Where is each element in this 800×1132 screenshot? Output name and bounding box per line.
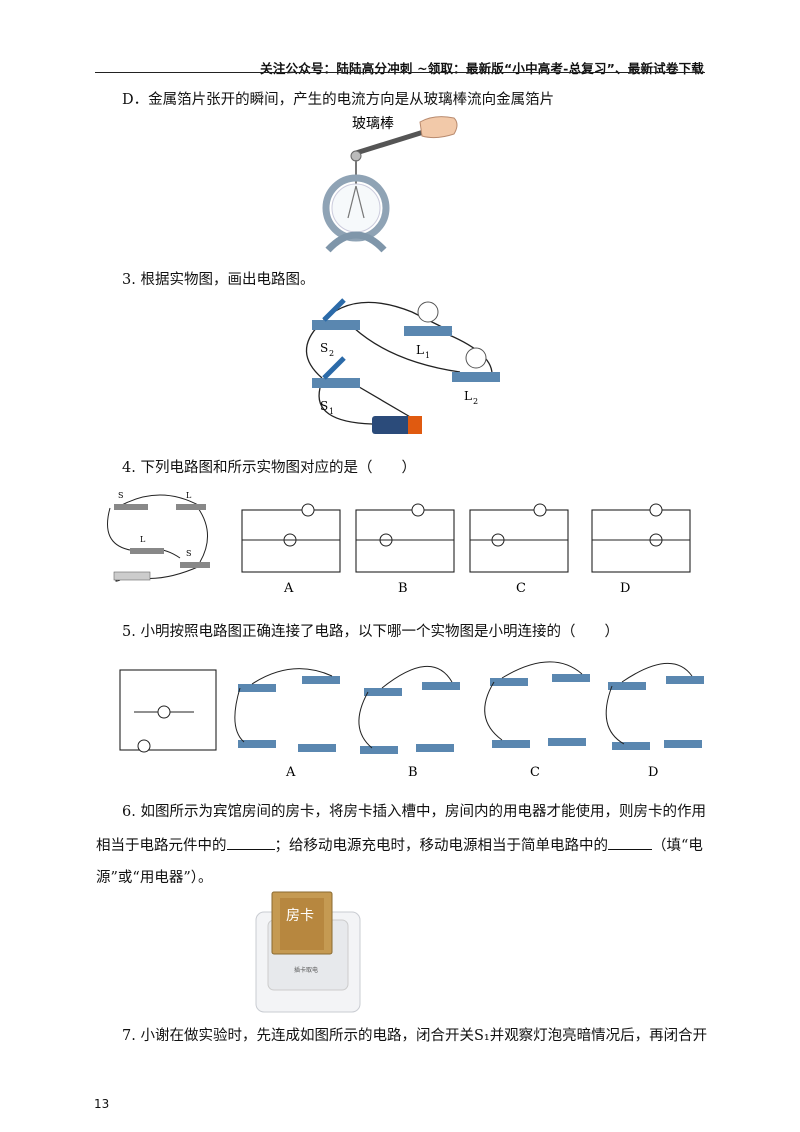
svg-text:1: 1 bbox=[425, 351, 430, 360]
q6-line3: 源”或“用电器”）。 bbox=[96, 870, 213, 886]
q4-stem: 4. 下列电路图和所示实物图对应的是（ ） bbox=[122, 460, 416, 476]
q5-circuit-diagram bbox=[119, 669, 217, 753]
q2-option-d: D．金属箔片张开的瞬间，产生的电流方向是从玻璃棒流向金属箔片 bbox=[122, 92, 555, 108]
glass-rod-label: 玻璃棒 bbox=[352, 115, 394, 132]
q6-blank-2[interactable] bbox=[608, 837, 652, 850]
q5-option-a: A bbox=[285, 765, 296, 780]
q4-option-b: B bbox=[398, 581, 408, 596]
slot-label: 插卡取电 bbox=[294, 966, 318, 974]
room-card-figure: 房卡 插卡取电 bbox=[255, 891, 361, 1013]
svg-text:L: L bbox=[416, 343, 424, 357]
q5-option-b: B bbox=[408, 765, 418, 780]
svg-text:L: L bbox=[186, 491, 192, 500]
switch-s1 bbox=[312, 378, 360, 388]
q3-stem: 3. 根据实物图，画出电路图。 bbox=[122, 272, 315, 288]
svg-text:S: S bbox=[186, 549, 191, 558]
svg-text:2: 2 bbox=[329, 349, 334, 358]
page-header: 关注公众号：陆陆高分冲刺 ~领取：最新版“小中高考-总复习”、最新试卷下载 bbox=[260, 61, 704, 76]
header-rule bbox=[95, 72, 705, 73]
svg-text:S: S bbox=[118, 491, 123, 500]
lamp-l1 bbox=[404, 326, 452, 336]
q6-line2: 相当于电路元件中的；给移动电源充电时，移动电源相当于简单电路中的（填“电 bbox=[96, 837, 703, 854]
q6-line1: 6. 如图所示为宾馆房间的房卡，将房卡插入槽中，房间内的用电器才能使用，则房卡的… bbox=[122, 804, 706, 820]
q4-option-c: C bbox=[516, 581, 526, 596]
q5-real-options: A B C D bbox=[234, 661, 704, 780]
q6-blank-1[interactable] bbox=[226, 837, 275, 850]
q4-option-d: D bbox=[620, 581, 630, 596]
q7-line1: 7. 小谢在做实验时，先连成如图所示的电路，闭合开关S₁并观察灯泡亮暗情况后，再… bbox=[122, 1028, 708, 1044]
page-number: 13 bbox=[94, 1097, 110, 1111]
svg-text:1: 1 bbox=[329, 407, 334, 416]
svg-text:L: L bbox=[464, 389, 472, 403]
svg-text:S: S bbox=[320, 399, 328, 413]
switch-s2 bbox=[312, 320, 360, 330]
room-card-label: 房卡 bbox=[286, 908, 314, 924]
svg-text:S: S bbox=[320, 341, 328, 355]
lamp-l2 bbox=[452, 372, 500, 382]
q4-option-a: A bbox=[283, 581, 294, 596]
q4-circuit-options: A B C D bbox=[241, 503, 691, 596]
q5-option-c: C bbox=[530, 765, 540, 780]
electroscope-figure: 玻璃棒 bbox=[322, 115, 458, 253]
svg-text:L: L bbox=[140, 535, 146, 544]
q5-stem: 5. 小明按照电路图正确连接了电路，以下哪一个实物图是小明连接的（ ） bbox=[122, 624, 619, 640]
q4-real-circuit: S L L S bbox=[107, 491, 210, 582]
svg-text:2: 2 bbox=[473, 397, 478, 406]
q5-option-d: D bbox=[648, 765, 658, 780]
